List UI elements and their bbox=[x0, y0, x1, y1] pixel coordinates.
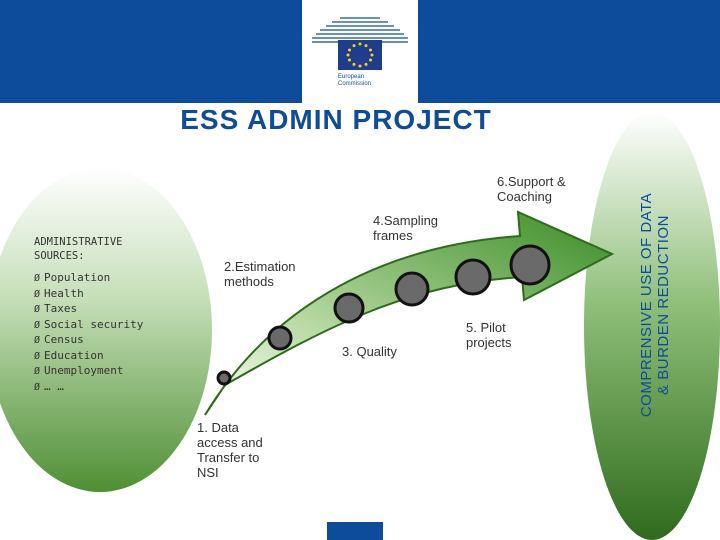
step-label-1: 1. Data access and Transfer to NSI bbox=[197, 420, 263, 480]
page-title: ESS ADMIN PROJECT bbox=[180, 104, 492, 135]
vertical-banner-line1: COMPRENSIVE USE OF DATA bbox=[638, 192, 655, 418]
bullet-arrow-icon: Ø bbox=[34, 304, 41, 315]
step-node-4 bbox=[394, 271, 430, 307]
bullet-arrow-icon: Ø bbox=[34, 381, 41, 393]
list-item: Ø… … bbox=[34, 379, 64, 393]
right-goal-ellipse bbox=[584, 112, 720, 540]
sources-heading-line2: SOURCES: bbox=[34, 250, 85, 262]
footer-flag bbox=[327, 522, 383, 540]
bullet-arrow-icon: Ø bbox=[34, 335, 41, 346]
header-bar: European Commission bbox=[0, 0, 720, 103]
step-node-3 bbox=[333, 292, 365, 324]
vertical-banner-line2: & BURDEN REDUCTION bbox=[655, 215, 672, 395]
step-label-6: 6.Support & Coaching bbox=[497, 174, 566, 204]
bullet-arrow-icon: Ø bbox=[34, 319, 41, 331]
step-label-4: 4.Sampling frames bbox=[373, 213, 439, 243]
step-label-3: 3. Quality bbox=[342, 344, 397, 359]
logo-text: European Commission bbox=[338, 74, 372, 87]
step-node-1 bbox=[216, 370, 232, 386]
sources-heading-line1: ADMINISTRATIVE bbox=[34, 236, 123, 248]
step-node-5 bbox=[454, 258, 492, 296]
bullet-arrow-icon: Ø bbox=[34, 288, 41, 300]
step-node-2 bbox=[267, 325, 293, 351]
bullet-arrow-icon: Ø bbox=[34, 273, 41, 284]
step-nodes bbox=[216, 244, 551, 386]
left-sources-ellipse bbox=[0, 168, 212, 492]
european-commission-logo: European Commission bbox=[302, 0, 418, 103]
step-label-5: 5. Pilot projects bbox=[466, 320, 512, 350]
sources-heading: ADMINISTRATIVE SOURCES: bbox=[34, 235, 143, 263]
step-label-2: 2.Estimation methods bbox=[224, 259, 296, 289]
bullet-arrow-icon: Ø bbox=[34, 350, 41, 362]
vertical-banner: COMPRENSIVE USE OF DATA & BURDEN REDUCTI… bbox=[610, 160, 700, 450]
step-node-6 bbox=[509, 244, 551, 286]
bullet-arrow-icon: Ø bbox=[34, 366, 41, 377]
